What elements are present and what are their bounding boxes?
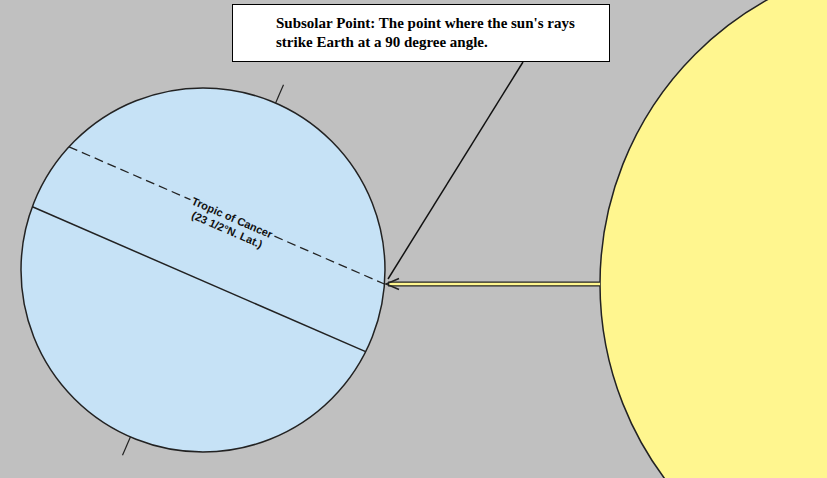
ray-arrowhead — [386, 279, 399, 290]
axis-tick — [276, 85, 284, 103]
sun-ray — [389, 283, 600, 286]
tropic-line — [69, 147, 384, 284]
callout-box: Subsolar Point: The point where the sun'… — [232, 4, 610, 62]
equator-line — [32, 207, 365, 352]
earth-globe — [21, 88, 385, 452]
leader-line — [388, 62, 523, 279]
sun-ray-outline — [388, 282, 600, 287]
callout-text: Subsolar Point: The point where the sun'… — [276, 14, 590, 52]
sun-disc — [600, 0, 827, 478]
axis-tick — [123, 437, 131, 455]
